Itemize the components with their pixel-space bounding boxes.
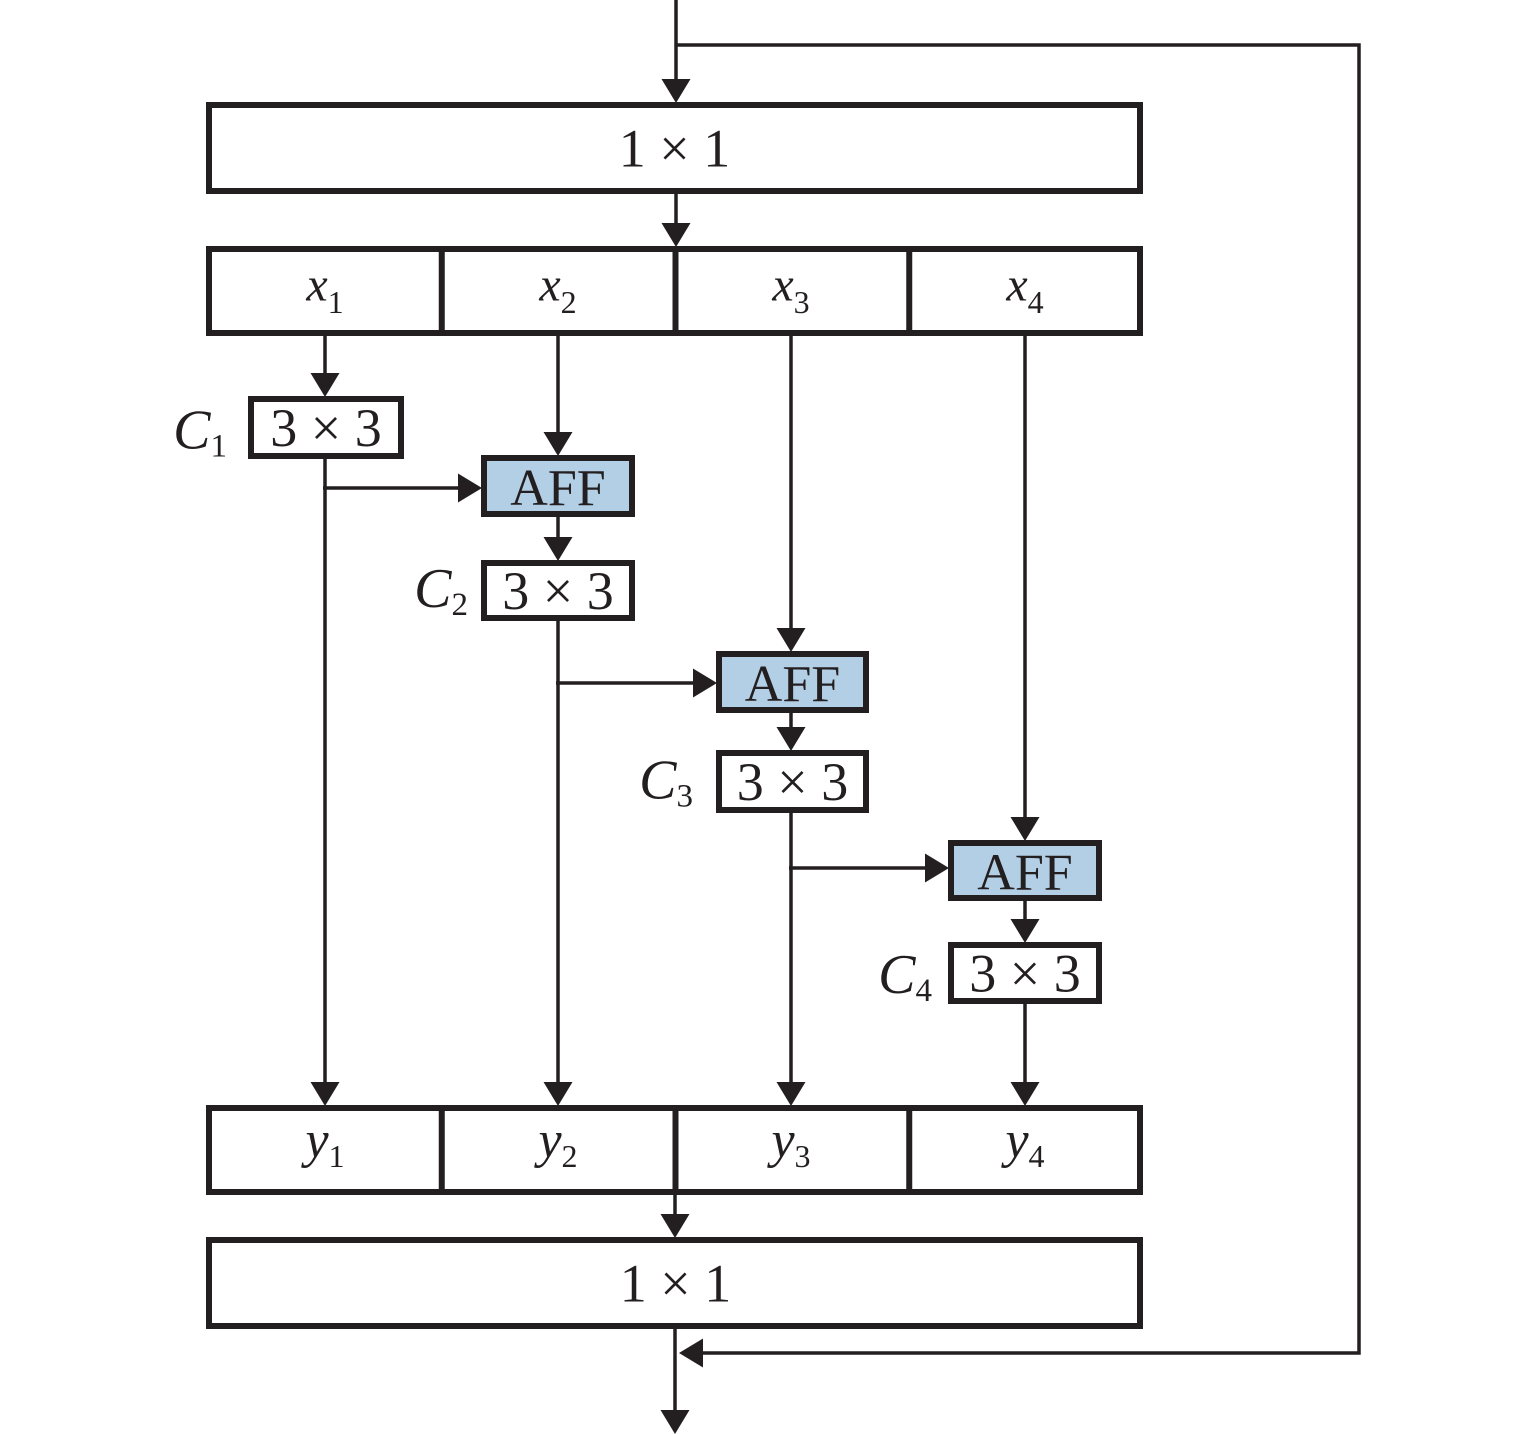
svg-text:C2: C2 xyxy=(414,558,468,623)
svg-text:3 × 3: 3 × 3 xyxy=(969,944,1080,1004)
svg-text:y2: y2 xyxy=(533,1112,577,1174)
svg-text:AFF: AFF xyxy=(977,845,1072,902)
svg-text:x4: x4 xyxy=(1005,259,1043,321)
svg-text:1 × 1: 1 × 1 xyxy=(620,1254,731,1314)
svg-text:1 × 1: 1 × 1 xyxy=(619,119,730,179)
svg-text:C3: C3 xyxy=(639,750,693,815)
svg-text:y3: y3 xyxy=(766,1112,810,1174)
svg-text:3 × 3: 3 × 3 xyxy=(270,398,381,458)
svg-text:3 × 3: 3 × 3 xyxy=(502,561,613,621)
svg-text:y1: y1 xyxy=(300,1112,344,1174)
svg-text:C4: C4 xyxy=(878,944,932,1009)
svg-text:AFF: AFF xyxy=(745,656,840,713)
svg-text:AFF: AFF xyxy=(510,460,605,517)
svg-text:3 × 3: 3 × 3 xyxy=(737,752,848,812)
svg-text:C1: C1 xyxy=(173,400,227,465)
